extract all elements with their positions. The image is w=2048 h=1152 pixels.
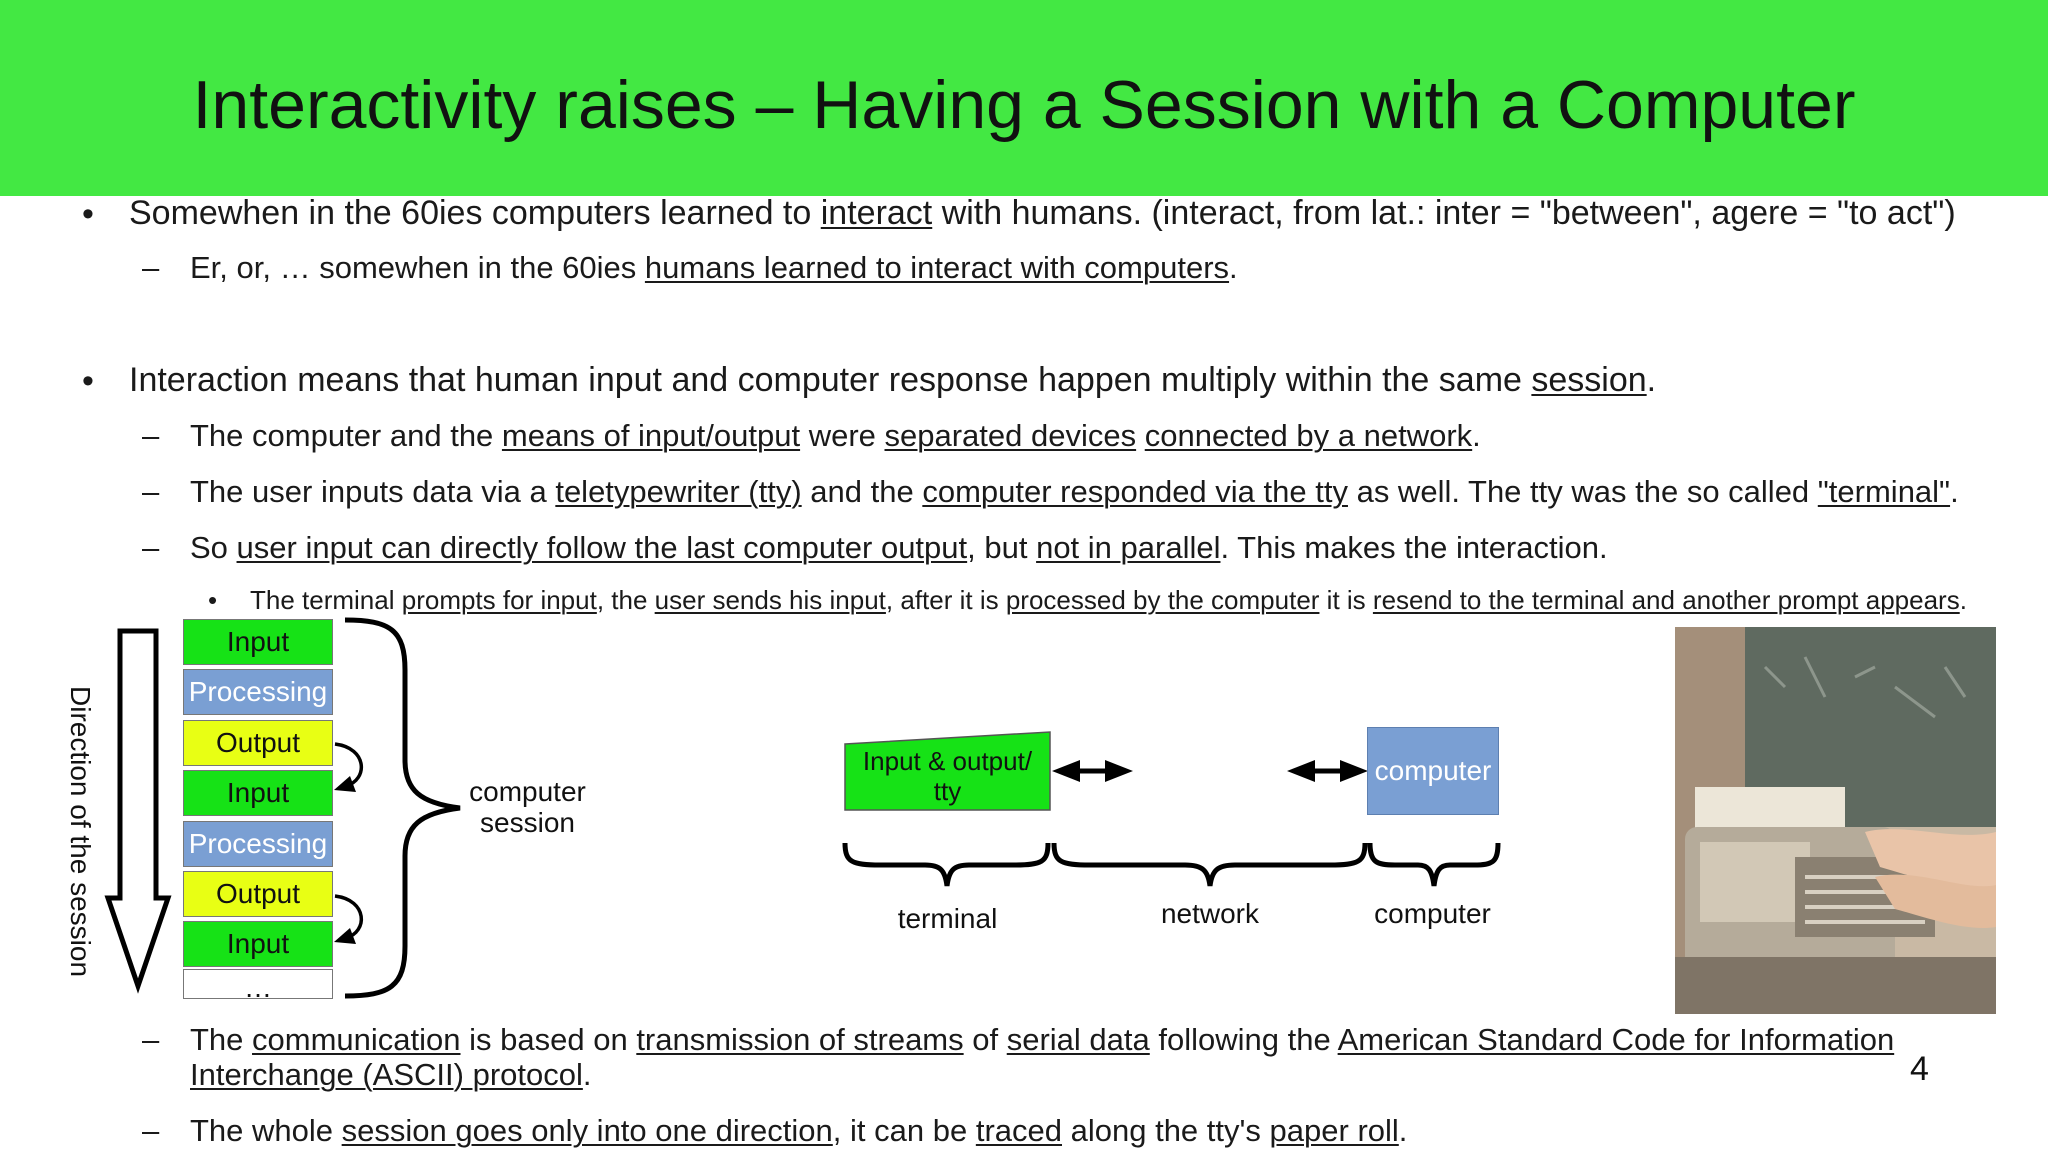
small-bullet-marker: • [208,585,218,615]
step-input: Input [183,921,333,967]
direction-label: Direction of the session [65,686,96,978]
bullet-marker: • [82,362,94,400]
link-arrow-right-head-r [1340,760,1368,782]
session-brace [344,617,461,999]
dash-marker: – [142,250,160,285]
bullet-1: Somewhen in the 60ies computers learned … [129,194,1956,232]
dash-marker: – [142,1113,160,1148]
link-arrow-left-head-l [1052,760,1080,782]
step-output: Output [183,871,333,917]
page-number: 4 [1910,1050,1929,1088]
step-input: Input [183,770,333,816]
bullet-2-sub-3-detail: The terminal prompts for input, the user… [250,585,1967,615]
bullet-3-sub-1-line-2: Interchange (ASCII) protocol. [190,1057,592,1092]
bullet-marker: • [82,195,94,233]
computer-label: computer [1374,898,1491,929]
loop-arrowhead-2 [334,928,356,944]
network-label: network [1160,898,1260,929]
dash-marker: – [142,1022,160,1057]
bullet-2: Interaction means that human input and c… [129,361,1657,399]
session-label: computer session [469,776,586,838]
bullet-3-sub-1-line-1: The communication is based on transmissi… [190,1022,1895,1057]
terminal-brace [842,842,1051,887]
step-processing: Processing [183,821,333,867]
loop-arrowhead-1 [334,776,356,792]
dash-marker: – [142,474,160,509]
bullet-2-sub-1: The computer and the means of input/outp… [190,418,1481,453]
tty-label: Input & output/ tty [862,746,1033,806]
title-bar [0,0,2048,196]
step-processing: Processing [183,669,333,715]
bullet-2-sub-2: The user inputs data via a teletypewrite… [190,474,1959,509]
bullet-2-sub-3: So user input can directly follow the la… [190,530,1608,565]
network-brace [1051,842,1368,887]
step-ellipsis: … [183,969,333,1003]
computer-brace [1367,842,1501,887]
slide-title: Interactivity raises – Having a Session … [192,67,1856,143]
bullet-3-sub-2: The whole session goes only into one dir… [190,1113,1408,1148]
tty-shape [844,731,1051,811]
bullet-1-sub-1: Er, or, … somewhen in the 60ies humans l… [190,250,1238,285]
direction-arrow [104,628,172,994]
dash-marker: – [142,418,160,453]
computer-box: computer [1367,727,1499,815]
teletypewriter-photo [1675,627,1996,1014]
link-arrow-left-head-r [1105,760,1133,782]
dash-marker: – [142,530,160,565]
step-output: Output [183,720,333,766]
terminal-label: terminal [897,903,998,934]
link-arrow-right-head-l [1287,760,1315,782]
step-input: Input [183,619,333,665]
